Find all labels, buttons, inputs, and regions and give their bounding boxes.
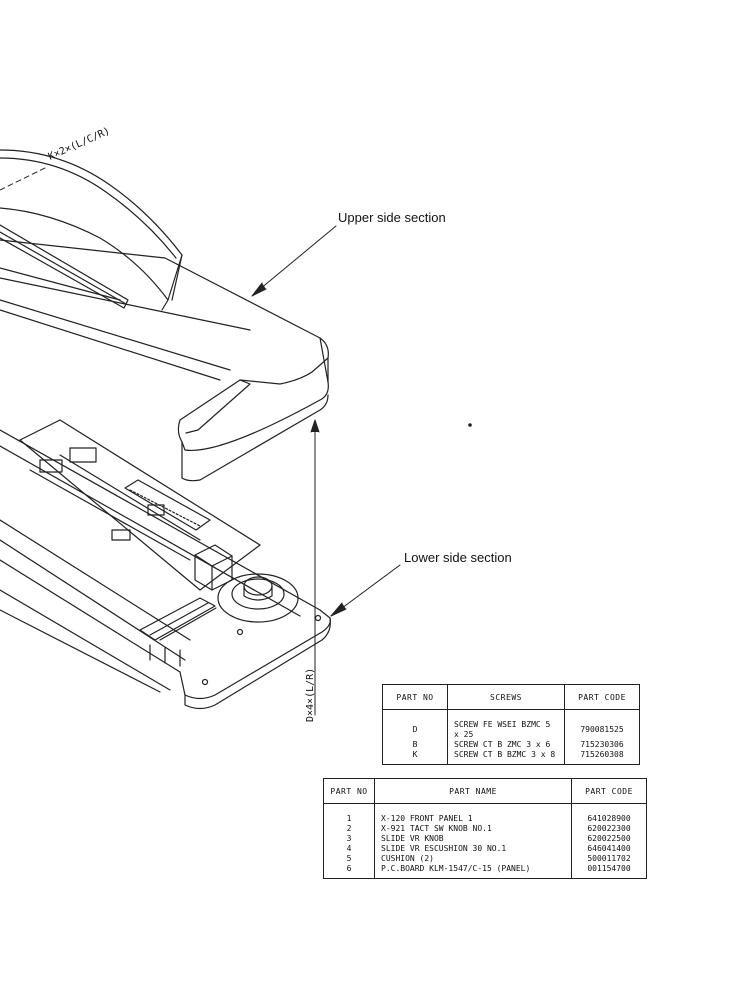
lower-side-section-drawing (0, 419, 331, 710)
part-no-cell: 1 (323, 803, 375, 824)
part-name-cell: X-120 FRONT PANEL 1 (374, 803, 572, 824)
part-no-cell: 5 (323, 854, 375, 864)
screws-table: PART NO SCREWS PART CODE D SCREW FE WSEI… (382, 684, 640, 765)
part-code-cell: 715230306 (564, 740, 640, 750)
part-name-cell: CUSHION (2) (374, 854, 572, 864)
table-row: D SCREW FE WSEI BZMC 5 x 25 790081525 (382, 709, 640, 740)
part-code-cell: 001154700 (571, 864, 647, 879)
screws-header-part-no: PART NO (382, 684, 448, 710)
part-no-cell: K (382, 750, 448, 765)
screw-name-cell: SCREW FE WSEI BZMC 5 x 25 (447, 709, 565, 740)
part-no-cell: 3 (323, 834, 375, 844)
part-code-cell: 620022500 (571, 834, 647, 844)
part-code-cell: 500011702 (571, 854, 647, 864)
part-no-cell: D (382, 709, 448, 740)
part-no-cell: 6 (323, 864, 375, 879)
part-name-cell: X-921 TACT SW KNOB NO.1 (374, 824, 572, 834)
table-row: K SCREW CT B BZMC 3 x 8 715260308 (382, 750, 640, 765)
screws-header-screws: SCREWS (447, 684, 565, 710)
screw-label-side: D×4×(L/R) (305, 668, 316, 722)
table-row: B SCREW CT B ZMC 3 x 6 715230306 (382, 740, 640, 750)
parts-table: PART NO PART NAME PART CODE 1 X-120 FRON… (323, 778, 647, 879)
upper-callout-leader (253, 225, 337, 295)
part-code-cell: 715260308 (564, 750, 640, 765)
part-name-cell: SLIDE VR ESCUSHION 30 NO.1 (374, 844, 572, 854)
lower-callout-leader (333, 564, 401, 615)
part-no-cell: 2 (323, 824, 375, 834)
part-code-cell: 646041400 (571, 844, 647, 854)
part-name-cell: SLIDE VR KNOB (374, 834, 572, 844)
table-row: 3 SLIDE VR KNOB 620022500 (323, 834, 647, 844)
part-code-cell: 641028900 (571, 803, 647, 824)
upper-side-section-drawing (0, 149, 329, 482)
screw-label-top: K×2×(L/C/R) (47, 126, 112, 163)
table-row: 5 CUSHION (2) 500011702 (323, 854, 647, 864)
upper-side-section-label: Upper side section (338, 210, 446, 225)
table-row: 4 SLIDE VR ESCUSHION 30 NO.1 646041400 (323, 844, 647, 854)
parts-header-part-code: PART CODE (571, 778, 647, 804)
part-no-cell: 4 (323, 844, 375, 854)
screws-header-part-code: PART CODE (564, 684, 640, 710)
parts-header-part-name: PART NAME (374, 778, 572, 804)
part-no-cell: B (382, 740, 448, 750)
table-row: 2 X-921 TACT SW KNOB NO.1 620022300 (323, 824, 647, 834)
table-row: 6 P.C.BOARD KLM-1547/C-15 (PANEL) 001154… (323, 864, 647, 879)
part-name-cell: P.C.BOARD KLM-1547/C-15 (PANEL) (374, 864, 572, 879)
part-code-cell: 790081525 (564, 709, 640, 740)
screw-name-cell: SCREW CT B BZMC 3 x 8 (447, 750, 565, 765)
screw-name-cell: SCREW CT B ZMC 3 x 6 (447, 740, 565, 750)
part-code-cell: 620022300 (571, 824, 647, 834)
parts-header-part-no: PART NO (323, 778, 375, 804)
table-row: 1 X-120 FRONT PANEL 1 641028900 (323, 803, 647, 824)
lower-side-section-label: Lower side section (404, 550, 512, 565)
